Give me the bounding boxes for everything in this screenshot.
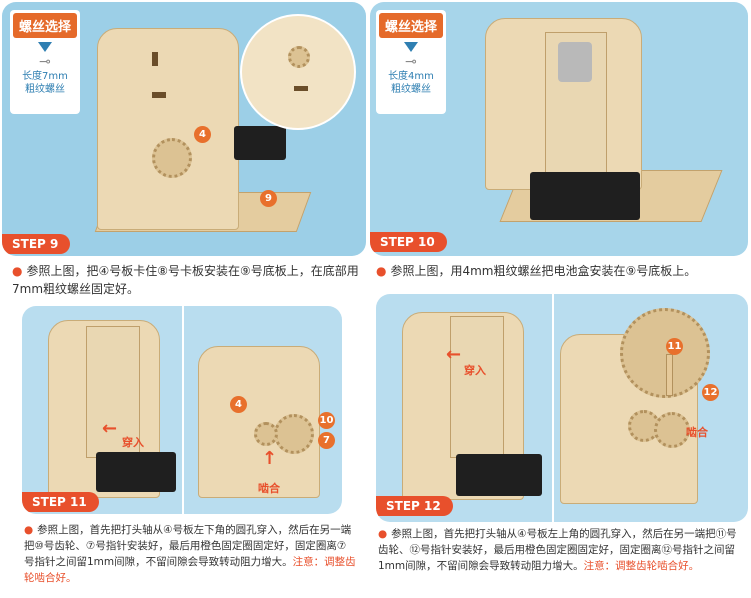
board-4 bbox=[97, 28, 239, 230]
step12-photo: ← 穿入 11 12 啮合 STEP 12 bbox=[376, 294, 748, 522]
motor-housing bbox=[450, 316, 504, 458]
battery-box bbox=[530, 172, 640, 220]
battery-box bbox=[96, 452, 176, 492]
screw-length: 长度7mm bbox=[22, 71, 68, 82]
screw-selection-title: 螺丝选择 bbox=[379, 13, 443, 38]
battery-box bbox=[234, 126, 286, 160]
panel-divider bbox=[552, 294, 554, 522]
insert-label: 穿入 bbox=[464, 364, 486, 377]
arrow-down-icon bbox=[404, 42, 418, 52]
gear-mesh bbox=[654, 412, 690, 448]
insert-arrow-icon: ← bbox=[102, 418, 118, 439]
screw-selection-title: 螺丝选择 bbox=[13, 13, 77, 38]
marker-12: 12 bbox=[702, 384, 719, 401]
mesh-label: 啮合 bbox=[686, 426, 708, 439]
mesh-label: 啮合 bbox=[258, 482, 280, 495]
insert-label: 穿入 bbox=[122, 436, 144, 449]
gear-small bbox=[254, 422, 278, 446]
screw-selection-4mm: 螺丝选择 ⊸ 长度4mm 粗纹螺丝 bbox=[376, 10, 446, 114]
pointer-12 bbox=[666, 354, 673, 396]
marker-9: 9 bbox=[260, 190, 277, 207]
panel-divider bbox=[182, 306, 184, 514]
gear-11 bbox=[620, 308, 710, 398]
marker-10: 10 bbox=[318, 412, 335, 429]
bullet-icon: ● bbox=[378, 528, 388, 540]
caption-step12: ●参照上图，首先把打头轴从④号板左上角的圆孔穿入，然后在另一端把⑪号齿轮、⑫号指… bbox=[378, 526, 742, 574]
mesh-arrow-icon: ↑ bbox=[262, 448, 278, 469]
step-badge: STEP 12 bbox=[376, 496, 453, 516]
screw-length: 长度4mm bbox=[388, 71, 434, 82]
zoom-detail bbox=[240, 14, 356, 130]
gear-10 bbox=[274, 414, 314, 454]
marker-4: 4 bbox=[194, 126, 211, 143]
gear bbox=[288, 46, 310, 68]
step-badge: STEP 9 bbox=[2, 234, 71, 254]
step11-photo: ← 穿入 4 10 7 ↑ 啮合 STEP 11 bbox=[22, 306, 342, 514]
caption-step10: ●参照上图，用4mm粗纹螺丝把电池盒安装在⑨号底板上。 bbox=[376, 262, 748, 280]
caption-step11-text: 参照上图，首先把打头轴从④号板左下角的圆孔穿入，然后在另一端把⑩号齿轮、⑦号指针… bbox=[24, 524, 352, 568]
board-slot bbox=[152, 92, 166, 98]
step10-photo: 螺丝选择 ⊸ 长度4mm 粗纹螺丝 STEP 10 bbox=[370, 2, 748, 256]
screw-type: 粗纹螺丝 bbox=[25, 84, 65, 95]
step9-photo: 螺丝选择 ⊸ 长度7mm 粗纹螺丝 4 9 STEP 9 bbox=[2, 2, 366, 256]
caption-step9-text: 参照上图，把④号板卡住⑧号卡板安装在⑨号底板上，在底部用7mm粗纹螺丝固定好。 bbox=[12, 264, 359, 296]
screw-icon: ⊸ bbox=[405, 54, 417, 70]
board-slot bbox=[294, 86, 308, 91]
screw-icon: ⊸ bbox=[39, 54, 51, 70]
insert-arrow-icon: ← bbox=[446, 344, 462, 365]
bullet-icon: ● bbox=[12, 264, 23, 278]
board-slot bbox=[152, 52, 158, 66]
caption-step11: ●参照上图，首先把打头轴从④号板左下角的圆孔穿入，然后在另一端把⑩号齿轮、⑦号指… bbox=[24, 522, 356, 586]
caption-step11-warning: 注意：调整齿轮啮合好。 bbox=[24, 556, 356, 584]
step-badge: STEP 11 bbox=[22, 492, 99, 512]
screw-type: 粗纹螺丝 bbox=[391, 84, 431, 95]
motor-housing bbox=[86, 326, 140, 458]
screw-selection-7mm: 螺丝选择 ⊸ 长度7mm 粗纹螺丝 bbox=[10, 10, 80, 114]
marker-4: 4 bbox=[230, 396, 247, 413]
caption-step12-text: 参照上图，首先把打头轴从④号板左上角的圆孔穿入，然后在另一端把⑪号齿轮、⑫号指针… bbox=[378, 528, 737, 572]
caption-step12-warning: 注意：调整齿轮啮合好。 bbox=[583, 560, 700, 572]
arrow-down-icon bbox=[38, 42, 52, 52]
battery-box bbox=[456, 454, 542, 496]
caption-step9: ●参照上图，把④号板卡住⑧号卡板安装在⑨号底板上，在底部用7mm粗纹螺丝固定好。 bbox=[12, 262, 368, 298]
motor bbox=[558, 42, 592, 82]
caption-step10-text: 参照上图，用4mm粗纹螺丝把电池盒安装在⑨号底板上。 bbox=[390, 264, 697, 278]
step-badge: STEP 10 bbox=[370, 232, 447, 252]
marker-7: 7 bbox=[318, 432, 335, 449]
gear bbox=[152, 138, 192, 178]
marker-11: 11 bbox=[666, 338, 683, 355]
bullet-icon: ● bbox=[376, 264, 387, 278]
bullet-icon: ● bbox=[24, 524, 34, 536]
